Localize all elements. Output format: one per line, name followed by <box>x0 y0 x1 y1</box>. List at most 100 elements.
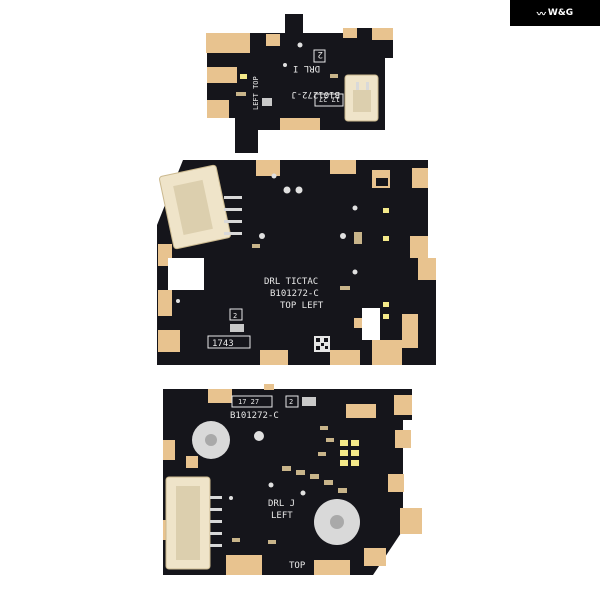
via <box>352 269 358 275</box>
edge-pad <box>395 430 411 448</box>
connector-pin <box>210 496 222 499</box>
edge-pad <box>410 236 428 258</box>
middle-line2: B101272-C <box>270 289 319 299</box>
via <box>352 205 358 211</box>
top-line2: LEFT TOP <box>252 76 260 110</box>
via <box>283 63 287 67</box>
edge-pad <box>400 508 422 534</box>
edge-pad <box>418 258 436 280</box>
connector-pin <box>356 82 359 90</box>
board-cutout <box>376 178 388 186</box>
connector-slot <box>173 179 213 235</box>
silk-mark <box>302 397 316 406</box>
silk-box <box>231 395 273 408</box>
edge-pad <box>186 456 198 468</box>
via <box>176 299 180 303</box>
smd-component <box>252 244 260 248</box>
wave-logo-icon: 〰 <box>536 9 546 20</box>
edge-pad <box>394 395 412 415</box>
edge-pad <box>163 440 175 460</box>
brand-text: W&G <box>547 8 574 18</box>
connector-pin <box>224 220 242 223</box>
middle-date: 1743 <box>212 339 234 349</box>
bottom-box-digit: 2 <box>289 398 293 406</box>
edge-pad <box>402 314 418 348</box>
edge-pad <box>330 350 360 365</box>
smd-component <box>236 92 246 96</box>
bottom-line2: LEFT <box>271 511 293 521</box>
edge-pad <box>343 28 357 38</box>
silk-box <box>313 49 326 63</box>
barcode-mark <box>262 98 272 106</box>
edge-pad <box>412 168 428 188</box>
via <box>271 173 277 179</box>
connector-pin <box>366 82 369 90</box>
bottom-line1: DRL J <box>268 499 295 509</box>
edge-pad <box>208 389 232 403</box>
led-chip <box>383 314 389 319</box>
via <box>295 186 303 194</box>
bottom-date: 17 27 <box>238 398 259 406</box>
brand-logo: 〰 W&G <box>510 0 600 26</box>
silk-box <box>285 395 299 408</box>
via <box>254 431 264 441</box>
connector <box>158 164 242 250</box>
edge-pad <box>158 290 172 316</box>
edge-pad <box>372 340 402 365</box>
led-chip <box>383 208 389 213</box>
via <box>259 233 265 239</box>
edge-pad <box>206 33 250 53</box>
via <box>300 490 306 496</box>
connector-pin <box>224 196 242 199</box>
bottom-part: B101272-C <box>230 411 279 421</box>
edge-pad <box>264 384 274 390</box>
edge-pad <box>207 100 229 118</box>
edge-pad <box>388 474 404 492</box>
led-chip <box>240 74 247 79</box>
via <box>297 42 303 48</box>
led-chip <box>383 236 389 241</box>
smd-component <box>340 286 350 290</box>
connector-pin <box>224 232 242 235</box>
metal-pad-hole <box>330 515 344 529</box>
edge-pad <box>158 330 180 352</box>
smd-component <box>330 74 338 78</box>
connector <box>165 476 222 570</box>
via <box>229 496 233 500</box>
metal-pad-hole <box>205 434 217 446</box>
pcb-board-top: 2 DRL I LEFT TOP B101272-J 17 27 <box>206 14 393 153</box>
middle-line1: DRL TICTAC <box>264 277 318 287</box>
edge-pad <box>256 160 280 176</box>
top-date: 17 27 <box>319 95 340 103</box>
led-chip <box>383 302 389 307</box>
connector-pin <box>210 532 222 535</box>
qr-code <box>314 336 330 352</box>
edge-pad <box>364 548 386 566</box>
edge-pad <box>226 555 262 575</box>
edge-pad <box>330 160 356 174</box>
edge-pad <box>207 67 237 83</box>
via <box>268 482 274 488</box>
edge-pad <box>372 28 393 40</box>
pcb-board-bottom: 17 27 2 B101272-C DRL J LEFT TOP <box>163 384 422 575</box>
middle-box-digit: 2 <box>233 312 237 320</box>
middle-line3: TOP LEFT <box>280 301 324 311</box>
silk-box <box>229 308 243 321</box>
silk-box <box>314 93 344 107</box>
connector-slot <box>176 486 200 560</box>
board-cutout <box>362 308 380 340</box>
board-cutout <box>168 258 204 290</box>
connector-pin <box>210 544 222 547</box>
connector-pin <box>210 520 222 523</box>
top-line1: DRL I <box>293 63 320 73</box>
via <box>283 186 291 194</box>
pcb-board-middle: DRL TICTAC B101272-C TOP LEFT 2 1743 <box>157 160 436 365</box>
silk-box <box>207 335 251 349</box>
edge-pad <box>260 350 288 365</box>
bottom-line3: TOP <box>289 561 306 571</box>
via <box>340 233 346 239</box>
connector-pin <box>224 208 242 211</box>
edge-pad <box>266 34 280 46</box>
edge-pad <box>346 404 376 418</box>
